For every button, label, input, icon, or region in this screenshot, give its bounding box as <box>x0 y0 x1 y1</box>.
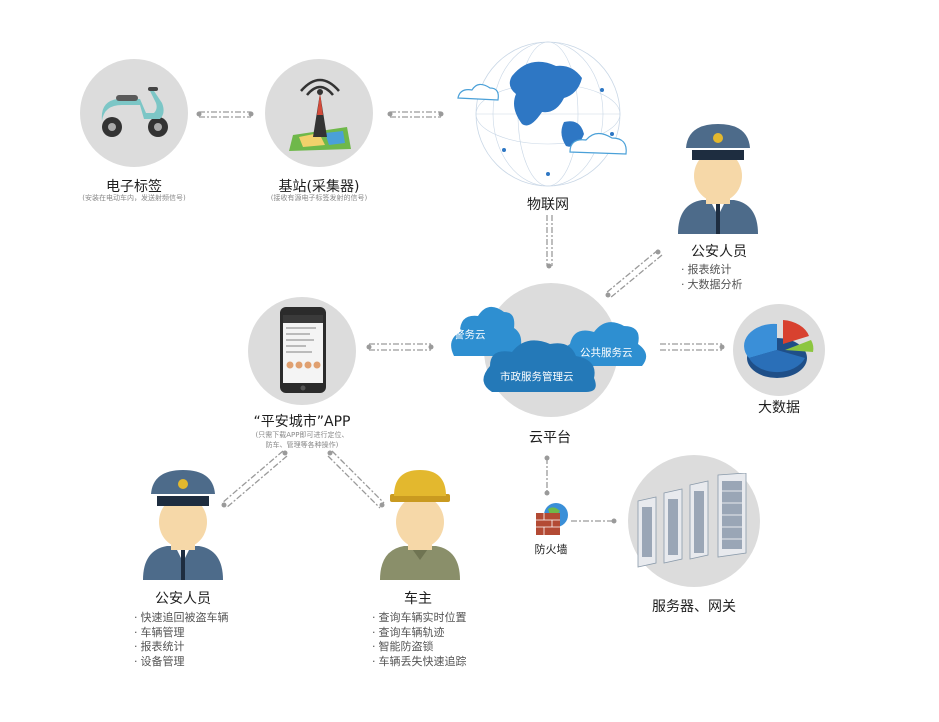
app-circle <box>248 297 356 405</box>
list-item: 设备管理 <box>134 655 229 670</box>
base-station-label: 基站(采集器) <box>278 179 360 195</box>
e-tag-sub: (安装在电动车内，发送射频信号) <box>82 194 186 202</box>
server-rack-icon <box>637 473 747 568</box>
big-data-label: 大数据 <box>758 400 800 416</box>
list-item: 车辆丢失快速追踪 <box>372 655 467 670</box>
big-data-circle <box>733 304 825 396</box>
list-item: 报表统计 <box>134 640 229 655</box>
base-station-circle <box>265 59 373 167</box>
iot-label: 物联网 <box>527 197 569 213</box>
app-label: “平安城市”APP <box>253 414 351 430</box>
antenna-tower-icon <box>289 78 351 151</box>
police-bottom-label: 公安人员 <box>155 591 211 607</box>
list-item: 报表统计 <box>681 263 743 278</box>
worker-icon <box>380 470 460 580</box>
police-cloud-label: 警务云 <box>454 329 486 341</box>
list-item: 快速追回被盗车辆 <box>134 611 229 626</box>
owner-label: 车主 <box>404 591 432 607</box>
municipal-cloud-label: 市政服务管理云 <box>500 371 574 383</box>
scooter-icon <box>101 87 168 137</box>
servers-label: 服务器、网关 <box>652 599 736 615</box>
firewall-icon <box>536 503 568 535</box>
owner-list: 查询车辆实时位置 查询车辆轨迹 智能防盗锁 车辆丢失快速追踪 <box>372 611 467 669</box>
smartphone-icon <box>280 307 326 393</box>
firewall-label: 防火墙 <box>534 543 568 556</box>
e-tag-circle <box>80 59 188 167</box>
app-sub-1: (只需下载APP即可进行定位、 <box>255 431 349 439</box>
list-item: 查询车辆轨迹 <box>372 626 467 641</box>
globe-network-icon <box>457 41 627 187</box>
list-item: 车辆管理 <box>134 626 229 641</box>
list-item: 查询车辆实时位置 <box>372 611 467 626</box>
servers-circle <box>628 455 760 587</box>
police-top-list: 报表统计 大数据分析 <box>681 263 743 292</box>
app-sub-2: 防车、管理等各种操作) <box>265 441 339 449</box>
base-station-sub: (接收有源电子标签发射的信号) <box>270 194 368 202</box>
police-bottom-list: 快速追回被盗车辆 车辆管理 报表统计 设备管理 <box>134 611 229 669</box>
cloud-icon <box>451 306 647 392</box>
police-officer-icon <box>143 470 223 580</box>
e-tag-label: 电子标签 <box>106 179 162 195</box>
cloud-platform-label: 云平台 <box>529 430 571 446</box>
police-top-label: 公安人员 <box>691 244 747 260</box>
list-item: 智能防盗锁 <box>372 640 467 655</box>
police-officer-icon <box>678 124 758 234</box>
list-item: 大数据分析 <box>681 278 743 293</box>
public-cloud-label: 公共服务云 <box>580 347 633 359</box>
pie-chart-icon <box>744 320 814 378</box>
